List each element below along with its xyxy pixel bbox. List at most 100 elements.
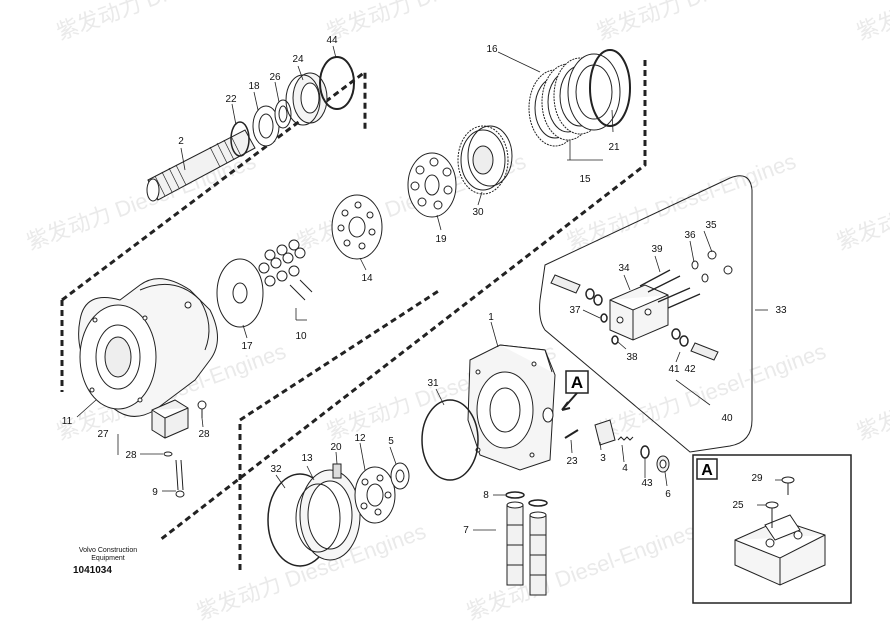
callout-36: 36 [684, 230, 696, 241]
callout-24: 24 [292, 54, 304, 65]
callout-21: 21 [608, 142, 620, 153]
callout-7: 7 [463, 525, 469, 536]
part-snap-ring-22 [230, 121, 250, 157]
callout-28b: 28 [125, 450, 137, 461]
detail-flag-a: A [571, 373, 583, 392]
frame-lower-left [238, 288, 441, 570]
part-plug-3 [594, 419, 616, 446]
part-nuts-35 [707, 250, 733, 275]
callout-14: 14 [361, 273, 373, 284]
callout-42: 42 [684, 364, 696, 375]
callout-32: 32 [270, 464, 282, 475]
callout-31: 31 [427, 378, 439, 389]
part-washers-36 [691, 260, 709, 283]
frame-group-33 [539, 175, 753, 453]
part-shaft [146, 129, 256, 202]
callout-15: 15 [579, 174, 591, 185]
part-pin-20 [332, 463, 342, 479]
part-bearing-18 [252, 105, 280, 147]
part-plug-6 [656, 455, 670, 473]
callout-39: 39 [651, 244, 663, 255]
watermark-text: 紫发动力 Diesel-Engines [853, 338, 890, 444]
detail-box-a-label: A [701, 462, 713, 479]
part-spool-left [506, 501, 524, 586]
part-plug-block [151, 399, 189, 439]
part-brake-piston [267, 469, 361, 567]
watermark-text: 紫发动力 Diesel-Engines [323, 0, 559, 45]
watermark-text: 紫发动力 Diesel-Engines [593, 0, 829, 45]
callout-28: 28 [198, 429, 210, 440]
callout-16: 16 [486, 44, 498, 55]
part-oring-left-2 [593, 294, 603, 306]
part-gear-30 [457, 125, 513, 195]
callout-11: 11 [62, 416, 73, 427]
watermark-text: 紫发动力 Diesel-Engines [853, 0, 890, 45]
part-valve-block-34 [609, 284, 669, 341]
part-spool-right [529, 511, 547, 596]
part-piston-set [258, 239, 313, 301]
callout-35: 35 [705, 220, 717, 231]
callout-34: 34 [618, 263, 630, 274]
callout-9: 9 [152, 487, 158, 498]
part-check-valve-left [550, 274, 581, 294]
callout-3: 3 [600, 453, 606, 464]
detail-box-a-label-frame [696, 458, 718, 480]
callout-44: 44 [326, 35, 338, 46]
part-oring-right-42 [679, 335, 689, 347]
part-oring-44 [319, 56, 355, 110]
watermark-text: 紫发动力 Diesel-Engines [53, 0, 289, 45]
part-oring-8-right [528, 499, 548, 507]
callout-27: 27 [97, 429, 109, 440]
callout-25: 25 [732, 500, 744, 511]
part-valve-plate-19 [407, 152, 457, 218]
part-oring-left-1 [585, 288, 595, 300]
part-screw-28 [197, 400, 207, 418]
callout-18: 18 [248, 81, 260, 92]
part-oring-37 [600, 313, 608, 323]
part-bolts-39 [639, 269, 701, 309]
part-bolt-9 [163, 451, 185, 498]
part-oring-38 [611, 335, 619, 345]
watermark-text: 紫发动力 Diesel-Engines [833, 148, 890, 254]
part-washer-17 [216, 258, 264, 328]
watermark-text: 紫发动力 Diesel-Engines [463, 518, 699, 624]
part-valve-housing [467, 344, 556, 471]
part-motor-housing [78, 278, 218, 417]
callout-19: 19 [435, 234, 447, 245]
part-spring-4 [617, 436, 634, 441]
callout-12: 12 [354, 433, 366, 444]
callout-37: 37 [569, 305, 581, 316]
part-retainer-plate-14 [331, 194, 383, 260]
part-oring-21 [589, 49, 631, 127]
leader-lines [76, 45, 782, 531]
callout-33: 33 [775, 305, 787, 316]
detail-a-drawing [734, 476, 826, 586]
detail-flag-a-arrow [561, 392, 578, 411]
callout-30: 30 [472, 207, 484, 218]
part-bearing-5 [390, 462, 410, 490]
callout-1: 1 [488, 312, 494, 323]
part-plate-12 [354, 466, 396, 524]
part-check-valve-right [690, 342, 719, 361]
company-caption: Volvo Construction Equipment [78, 547, 138, 562]
callout-4: 4 [622, 463, 628, 474]
callout-38: 38 [626, 352, 638, 363]
part-bolt-23 [564, 429, 579, 439]
callout-17: 17 [241, 341, 253, 352]
parts [78, 49, 826, 596]
callout-10: 10 [295, 331, 307, 342]
part-ring-43 [640, 445, 650, 459]
callout-23: 23 [566, 456, 578, 467]
callout-labels: 1 2 3 4 5 6 7 8 9 10 11 12 13 14 15 16 1… [62, 35, 787, 536]
part-bearing-24 [285, 72, 328, 126]
callout-20: 20 [330, 442, 342, 453]
callout-2: 2 [178, 136, 184, 147]
group-frames [60, 60, 647, 570]
callout-29: 29 [751, 473, 763, 484]
callout-43: 43 [641, 478, 653, 489]
part-brake-pack [528, 53, 621, 147]
callout-41: 41 [668, 364, 680, 375]
part-oring-8-left [505, 491, 525, 499]
